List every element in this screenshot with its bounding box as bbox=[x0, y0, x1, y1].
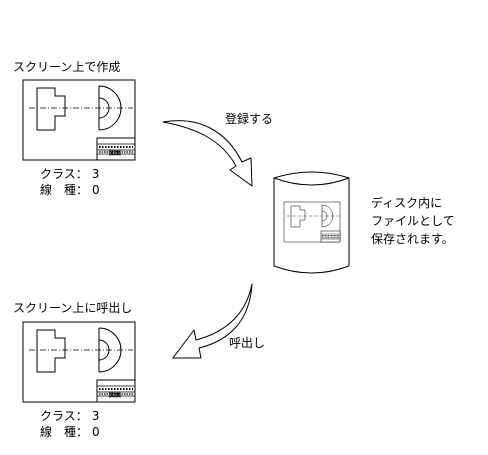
disk-caption-line-1: ディスク内に bbox=[371, 196, 443, 210]
bottom-title-block-text: 図面 bbox=[109, 392, 122, 399]
recall-arrow bbox=[172, 283, 253, 359]
top-title-block-text: 図面 bbox=[109, 150, 122, 157]
attr-linetype-label: 線 種： bbox=[40, 183, 89, 197]
top-attr-linetype: 線 種：0 bbox=[40, 183, 100, 197]
top-caption: スクリーン上で作成 bbox=[13, 60, 121, 74]
recall-label: 呼出し bbox=[229, 336, 266, 350]
attr-linetype-value: 0 bbox=[92, 425, 100, 439]
bottom-caption: スクリーン上に呼出し bbox=[13, 301, 133, 315]
disk-caption-line-3: 保存されます。 bbox=[371, 232, 454, 246]
bottom-attr-class: クラス：3 bbox=[40, 409, 99, 423]
attr-linetype-value: 0 bbox=[92, 183, 100, 197]
attr-class-value: 3 bbox=[91, 409, 100, 423]
attr-class-label: クラス： bbox=[40, 409, 88, 423]
top-drawing-sheet bbox=[22, 79, 136, 161]
register-label: 登録する bbox=[225, 112, 274, 126]
attr-class-label: クラス： bbox=[40, 167, 88, 181]
register-arrow bbox=[162, 120, 253, 187]
attr-class-value: 3 bbox=[91, 167, 100, 181]
disk-drawing-thumbnail bbox=[283, 201, 341, 243]
disk-icon bbox=[273, 171, 350, 274]
disk-caption-line-2: ファイルとして bbox=[371, 214, 455, 228]
bottom-drawing-sheet bbox=[22, 321, 136, 403]
top-attr-class: クラス：3 bbox=[40, 167, 99, 181]
attr-linetype-label: 線 種： bbox=[40, 425, 89, 439]
bottom-attr-linetype: 線 種：0 bbox=[40, 425, 100, 439]
